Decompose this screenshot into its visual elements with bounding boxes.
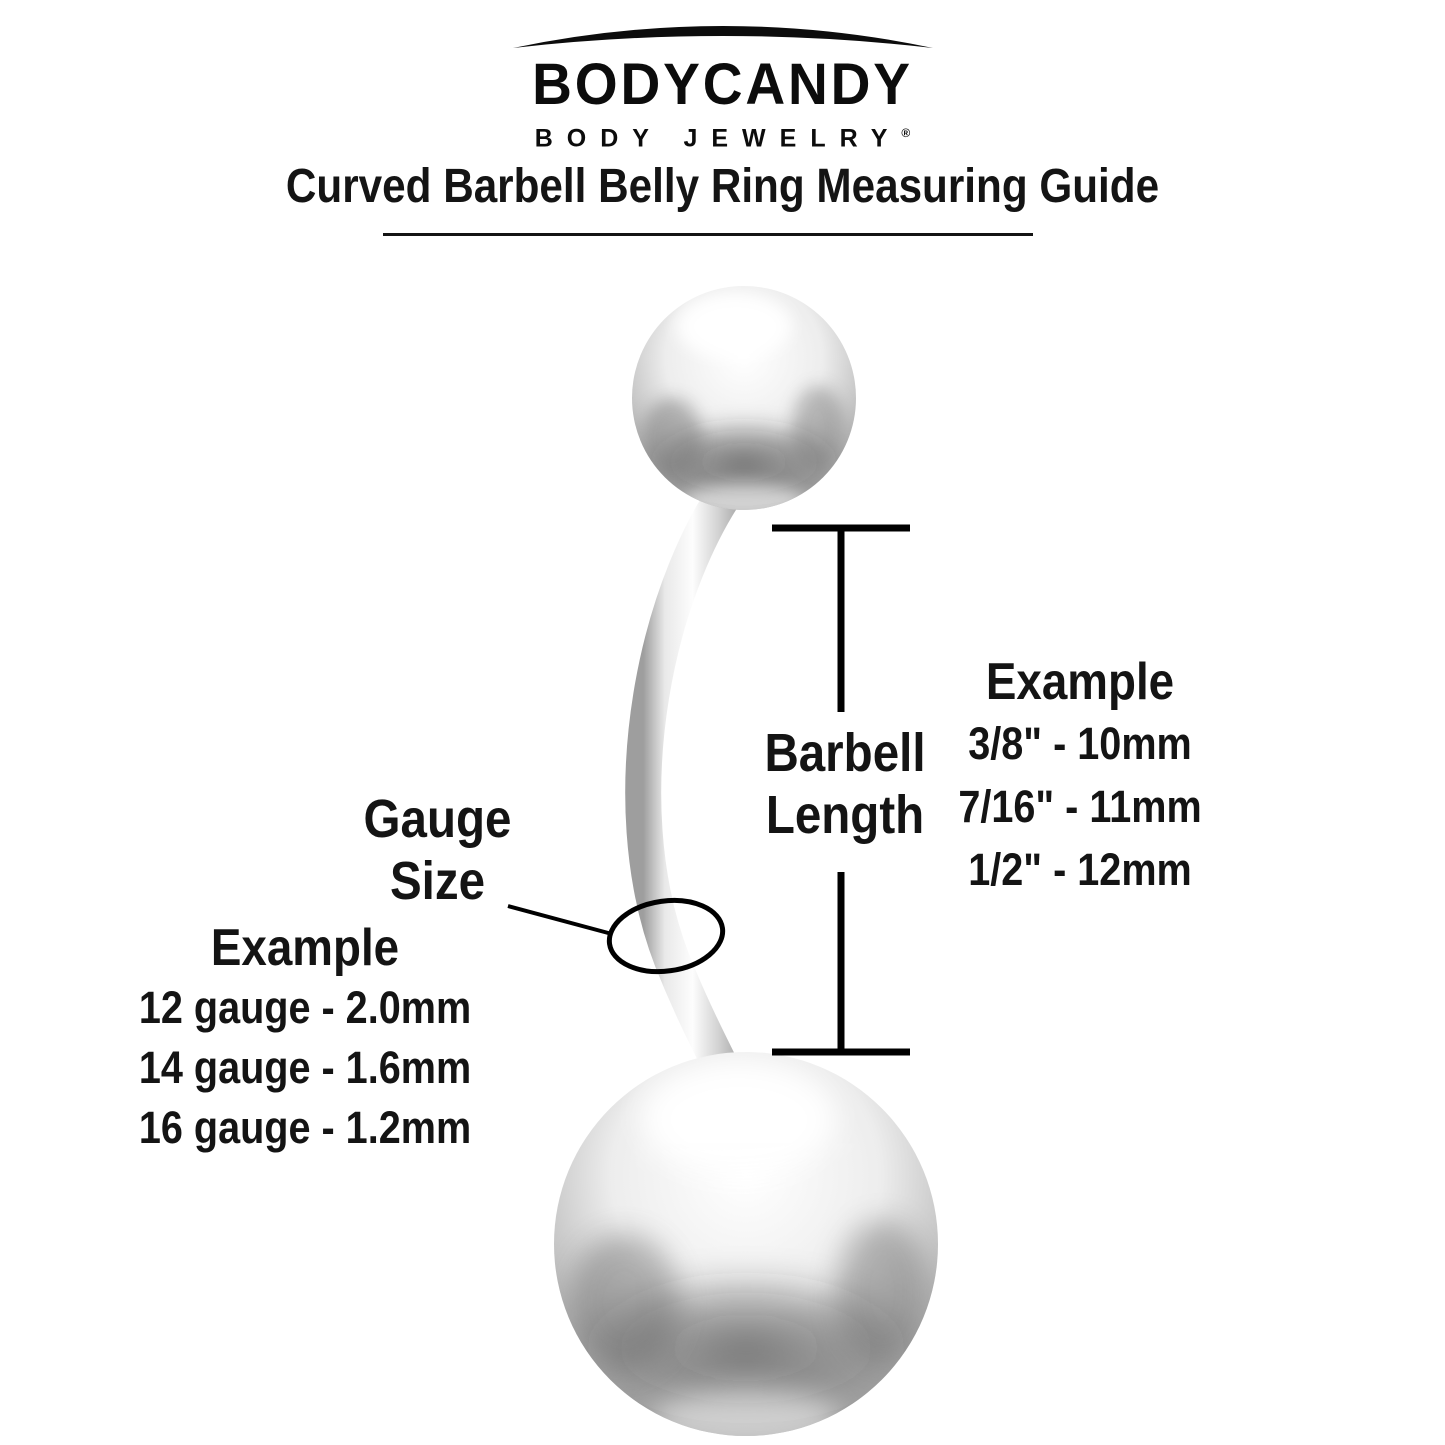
gauge-example-block: Example 12 gauge - 2.0mm 14 gauge - 1.6m… [138, 918, 472, 1158]
gauge-example-value: 12 gauge - 2.0mm [138, 982, 472, 1033]
barbell-shaft [625, 452, 760, 1108]
barbell-length-label: Barbell Length [752, 722, 938, 846]
barbell-length-bracket [772, 524, 910, 1056]
barbell-bottom-ball [554, 1052, 938, 1436]
brand-logo: BODYCANDY BODY JEWELRY® [0, 10, 1445, 154]
gauge-example-heading: Example [210, 919, 400, 977]
length-example-value: 1/2" - 12mm [968, 844, 1192, 895]
barbell-top-ball [632, 286, 856, 510]
gauge-size-label-line1: Gauge [363, 789, 512, 849]
logo-arc-icon [512, 26, 933, 48]
brand-subtitle: BODY JEWELRY® [534, 124, 911, 153]
length-example-block: Example 3/8" - 10mm 7/16" - 11mm 1/2" - … [952, 652, 1207, 901]
length-example-value: 7/16" - 11mm [958, 781, 1202, 832]
gauge-pointer-line [507, 904, 613, 936]
length-example-value: 3/8" - 10mm [968, 718, 1192, 769]
barbell-length-label-line2: Length [765, 785, 925, 845]
brand-name: BODYCANDY [532, 52, 913, 117]
gauge-size-label-line2: Size [389, 851, 486, 911]
page-title: Curved Barbell Belly Ring Measuring Guid… [285, 160, 1160, 213]
title-underline [383, 233, 1033, 236]
registered-mark: ® [901, 126, 911, 140]
length-example-heading: Example [985, 653, 1175, 711]
gauge-example-value: 16 gauge - 1.2mm [138, 1102, 472, 1153]
barbell-length-label-line1: Barbell [764, 723, 926, 783]
gauge-circle [606, 897, 726, 975]
gauge-example-value: 14 gauge - 1.6mm [138, 1042, 472, 1093]
gauge-size-label: Gauge Size [352, 788, 524, 912]
